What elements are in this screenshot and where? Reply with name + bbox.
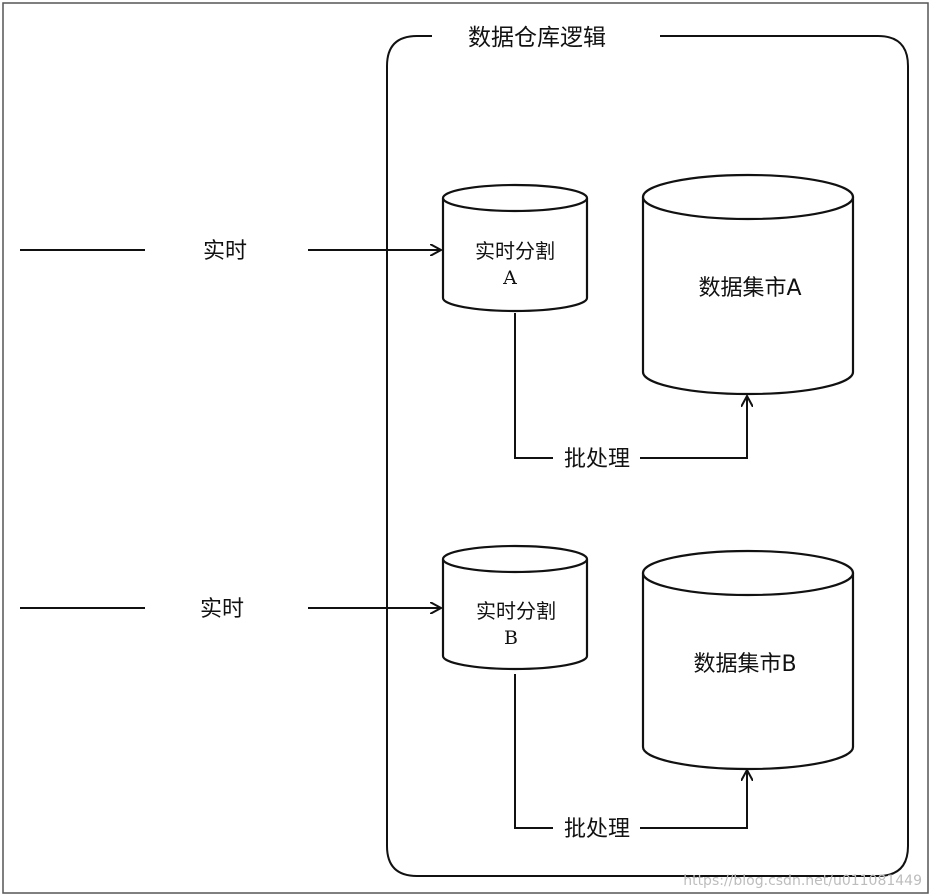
segment-cylinder-a (441, 183, 589, 313)
mart-cylinder-a (641, 173, 855, 396)
mart-label-a: 数据集市A (698, 276, 801, 301)
container-title: 数据仓库逻辑 (468, 25, 606, 51)
segment-label-b: 实时分割 (476, 599, 556, 623)
mart-cylinder-b (641, 549, 855, 771)
input-label-b: 实时 (200, 597, 244, 622)
segment-sub-b: B (504, 627, 518, 649)
mart-label-b: 数据集市B (693, 652, 796, 677)
batch-path-b (514, 674, 553, 829)
batch-path-a (514, 313, 553, 459)
watermark-text: https://blog.csdn.net/u011081449 (683, 873, 922, 889)
batch-arrow-b (640, 770, 747, 829)
batch-label-a: 批处理 (564, 447, 630, 472)
input-label-a: 实时 (203, 239, 247, 264)
segment-sub-a: A (502, 267, 517, 289)
batch-arrow-a (640, 396, 747, 459)
segment-label-a: 实时分割 (475, 239, 555, 263)
batch-label-b: 批处理 (564, 817, 630, 842)
container-border (386, 35, 909, 877)
segment-cylinder-b (441, 544, 589, 671)
